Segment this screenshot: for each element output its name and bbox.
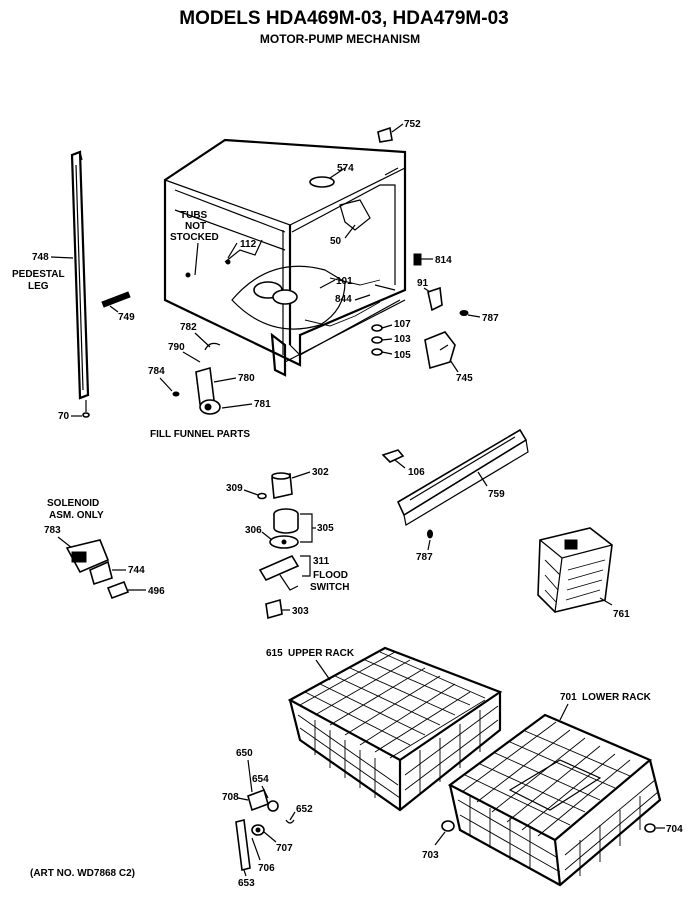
svg-text:105: 105 bbox=[394, 350, 411, 361]
svg-text:303: 303 bbox=[292, 606, 309, 617]
svg-text:302: 302 bbox=[312, 467, 329, 478]
part-844: 844 bbox=[335, 294, 371, 305]
svg-text:112: 112 bbox=[240, 239, 257, 250]
svg-text:305: 305 bbox=[317, 523, 334, 534]
svg-text:311: 311 bbox=[313, 556, 330, 567]
svg-text:574: 574 bbox=[337, 163, 354, 174]
flood-switch-note: FLOOD bbox=[313, 570, 348, 581]
svg-text:707: 707 bbox=[276, 843, 293, 854]
svg-text:101: 101 bbox=[336, 276, 353, 287]
fill-funnel-labels: 782 790 784 780 781 FILL FUNNEL PARTS bbox=[148, 322, 271, 440]
part-759: 759 bbox=[396, 428, 529, 526]
svg-text:790: 790 bbox=[168, 342, 185, 353]
svg-text:107: 107 bbox=[394, 319, 411, 330]
fill-funnel-parts-note: FILL FUNNEL PARTS bbox=[150, 429, 250, 440]
svg-text:706: 706 bbox=[258, 863, 275, 874]
svg-text:745: 745 bbox=[456, 373, 473, 384]
svg-text:SOLENOID: SOLENOID bbox=[47, 498, 99, 509]
part-50: 50 bbox=[330, 236, 342, 247]
svg-text:781: 781 bbox=[254, 399, 271, 410]
svg-text:748: 748 bbox=[32, 252, 49, 263]
part-745: 745 bbox=[424, 331, 473, 384]
svg-text:615: 615 bbox=[266, 648, 283, 659]
part-787-lower: 787 bbox=[416, 529, 433, 563]
svg-text:703: 703 bbox=[422, 850, 439, 861]
svg-text:LEG: LEG bbox=[28, 281, 49, 292]
svg-text:814: 814 bbox=[435, 255, 452, 266]
svg-text:650: 650 bbox=[236, 748, 253, 759]
svg-text:701: 701 bbox=[560, 692, 577, 703]
page-title: MODELS HDA469M-03, HDA479M-03 bbox=[179, 8, 508, 29]
part-749: 749 bbox=[101, 291, 135, 323]
svg-text:91: 91 bbox=[417, 278, 429, 289]
rack-adjuster-parts: 650 654 708 652 707 706 653 bbox=[222, 748, 313, 889]
part-70: 70 bbox=[58, 411, 82, 422]
tubs-not-stocked-note: TUBS NOT STOCKED bbox=[170, 210, 219, 276]
svg-text:496: 496 bbox=[148, 586, 165, 597]
part-574: 574 bbox=[329, 163, 354, 179]
svg-text:NOT: NOT bbox=[185, 221, 206, 232]
motor-pump-parts: 309 302 305 306 311 FLOOD SWITCH 303 bbox=[226, 467, 349, 620]
svg-text:309: 309 bbox=[226, 483, 243, 494]
svg-text:LOWER RACK: LOWER RACK bbox=[582, 692, 652, 703]
svg-text:UPPER RACK: UPPER RACK bbox=[288, 648, 355, 659]
svg-text:103: 103 bbox=[394, 334, 411, 345]
part-703: 703 bbox=[422, 820, 455, 861]
svg-text:653: 653 bbox=[238, 878, 255, 889]
svg-text:704: 704 bbox=[666, 824, 683, 835]
svg-text:SWITCH: SWITCH bbox=[310, 582, 349, 593]
svg-text:782: 782 bbox=[180, 322, 197, 333]
svg-text:761: 761 bbox=[613, 609, 630, 620]
part-112: 112 bbox=[227, 239, 257, 259]
svg-text:106: 106 bbox=[408, 467, 425, 478]
svg-text:787: 787 bbox=[416, 552, 433, 563]
svg-text:787: 787 bbox=[482, 313, 499, 324]
part-752: 752 bbox=[377, 119, 421, 143]
svg-text:744: 744 bbox=[128, 565, 145, 576]
svg-text:708: 708 bbox=[222, 792, 239, 803]
fill-funnel bbox=[172, 342, 221, 415]
svg-text:780: 780 bbox=[238, 373, 255, 384]
upper-rack: 615 UPPER RACK bbox=[266, 646, 503, 812]
part-101: 101 bbox=[319, 276, 353, 289]
svg-text:PEDESTAL: PEDESTAL bbox=[12, 269, 65, 280]
svg-text:749: 749 bbox=[118, 312, 135, 323]
svg-text:652: 652 bbox=[296, 804, 313, 815]
svg-text:654: 654 bbox=[252, 774, 269, 785]
svg-text:759: 759 bbox=[488, 489, 505, 500]
part-106: 106 bbox=[381, 449, 425, 478]
part-787-upper: 787 bbox=[459, 310, 499, 324]
page-subtitle: MOTOR-PUMP MECHANISM bbox=[260, 32, 420, 46]
pedestal-leg-note: 748 PEDESTAL LEG bbox=[12, 252, 74, 292]
svg-text:844: 844 bbox=[335, 294, 352, 305]
svg-text:TUBS: TUBS bbox=[180, 210, 208, 221]
tub-drawing bbox=[163, 138, 407, 377]
part-91: 91 bbox=[417, 278, 443, 312]
svg-text:783: 783 bbox=[44, 525, 61, 536]
art-number: (ART NO. WD7868 C2) bbox=[30, 868, 135, 879]
svg-text:752: 752 bbox=[404, 119, 421, 130]
pedestal-leg bbox=[70, 150, 90, 418]
svg-text:70: 70 bbox=[58, 411, 70, 422]
solenoid-assembly: SOLENOID ASM. ONLY 783 744 496 bbox=[44, 498, 165, 600]
washer-stack: 107 103 105 bbox=[371, 319, 411, 361]
part-814: 814 bbox=[413, 253, 452, 266]
silverware-basket: 761 bbox=[537, 527, 630, 620]
part-704: 704 bbox=[644, 823, 683, 835]
lower-rack: 701 LOWER RACK bbox=[447, 692, 662, 887]
svg-text:ASM. ONLY: ASM. ONLY bbox=[49, 510, 104, 521]
svg-text:306: 306 bbox=[245, 525, 262, 536]
svg-text:784: 784 bbox=[148, 366, 165, 377]
svg-text:STOCKED: STOCKED bbox=[170, 232, 219, 243]
